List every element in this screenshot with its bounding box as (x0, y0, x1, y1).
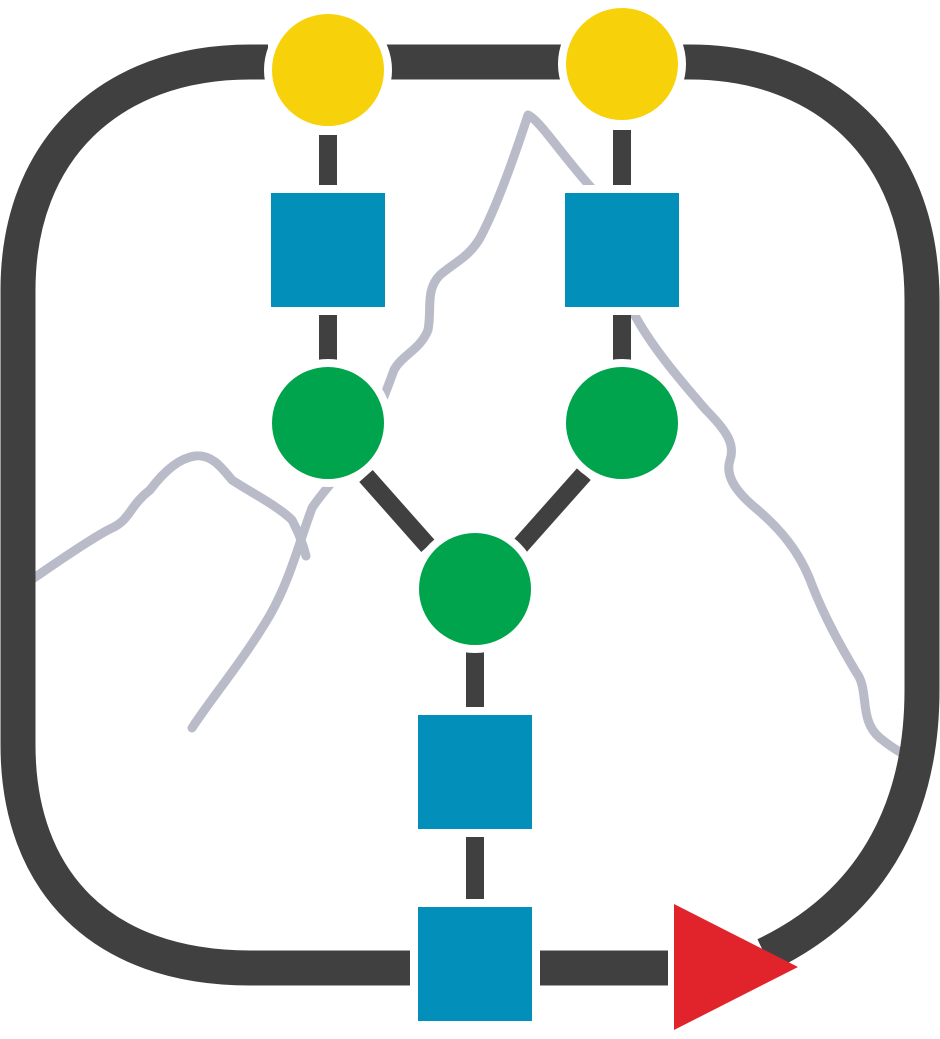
green-circle-left (264, 359, 392, 487)
blue-square-upper-right (557, 185, 687, 315)
link-green-left-to-center (359, 470, 435, 552)
red-triangle (674, 904, 798, 1030)
linkages (319, 130, 631, 900)
symbols (263, 0, 798, 1030)
frame (0, 44, 940, 986)
green-circle-center (411, 525, 539, 653)
blue-square-upper-left (263, 185, 393, 315)
blue-square-bottom (410, 899, 540, 1029)
mountain-ridge-center (187, 110, 603, 733)
green-circle-right (558, 359, 686, 487)
yellow-circle-left (264, 6, 392, 134)
frame-loop (0, 44, 940, 986)
yellow-circle-right (558, 0, 686, 128)
mountain-ridge-right (627, 305, 910, 760)
blue-square-middle (410, 707, 540, 837)
mountain-outline (29, 110, 910, 760)
mountain-ridge-left (29, 451, 311, 583)
link-green-right-to-center (513, 468, 591, 552)
